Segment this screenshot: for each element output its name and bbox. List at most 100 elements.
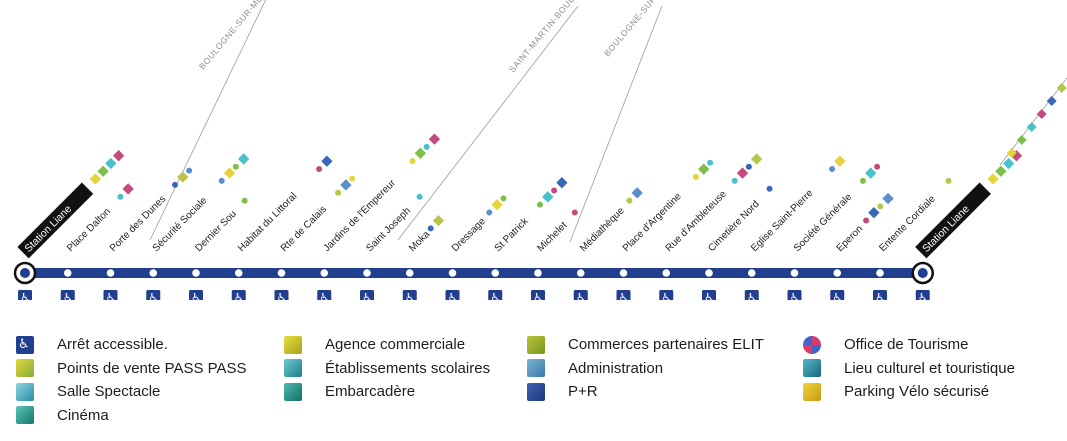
sales-point-icon <box>16 359 34 378</box>
svg-text:♿: ♿ <box>875 291 885 300</box>
station-name[interactable]: Michelet <box>535 220 569 254</box>
accessible-icon: ♿ <box>659 290 674 300</box>
service-marker <box>995 165 1007 177</box>
svg-text:♿: ♿ <box>619 291 629 300</box>
service-marker <box>1036 109 1047 119</box>
station-label[interactable]: Rte de Calais <box>279 174 359 254</box>
service-marker <box>829 165 836 172</box>
service-marker <box>865 167 877 179</box>
station-dot[interactable] <box>192 269 200 277</box>
station-dot[interactable] <box>363 269 371 277</box>
station-label[interactable]: Michelet <box>535 208 582 255</box>
station-name[interactable]: Jardins de l'Empereur <box>322 177 399 254</box>
station-dot[interactable] <box>149 269 158 277</box>
station-dot[interactable] <box>576 269 585 277</box>
svg-text:♿: ♿ <box>448 291 458 300</box>
svg-text:♿: ♿ <box>790 291 800 300</box>
station-dot[interactable] <box>705 269 713 277</box>
service-marker <box>556 177 568 189</box>
station-dot[interactable] <box>277 269 286 277</box>
accessible-icon: ♿ <box>18 290 32 300</box>
station-name[interactable]: Eperon <box>835 224 866 255</box>
legend-item-cultural-site: Lieu culturel et touristique <box>803 357 1015 381</box>
station-name[interactable]: Dernier Sou <box>193 209 239 255</box>
station-name[interactable]: Dressage <box>450 216 488 254</box>
legend: Arrêt accessible. Points de vente PASS P… <box>16 333 1056 438</box>
station-dot[interactable] <box>106 269 115 277</box>
service-marker <box>423 143 430 150</box>
legend-column-3: Commerces partenaires ELIT Administratio… <box>527 333 764 404</box>
station-label[interactable]: Société Générale <box>792 162 884 254</box>
svg-text:♿: ♿ <box>319 291 329 300</box>
service-marker <box>692 173 699 180</box>
service-marker <box>223 167 236 179</box>
svg-text:♿: ♿ <box>405 291 415 300</box>
service-marker <box>414 147 426 159</box>
service-marker <box>631 187 643 199</box>
service-marker <box>1056 83 1067 93</box>
accessible-icon: ♿ <box>744 290 759 300</box>
legend-item-cinema: Cinéma <box>16 404 247 428</box>
accessible-icon: ♿ <box>787 290 802 300</box>
service-marker <box>316 165 323 172</box>
svg-text:♿: ♿ <box>747 291 757 300</box>
service-marker <box>428 133 441 145</box>
accessible-icon: ♿ <box>573 290 588 300</box>
legend-label: Parking Vélo sécurisé <box>844 383 990 401</box>
accessible-icon: ♿ <box>488 290 503 300</box>
service-marker <box>321 155 333 167</box>
legend-label: Lieu culturel et touristique <box>844 359 1015 377</box>
service-marker <box>1016 135 1027 145</box>
cinema-icon <box>16 406 34 425</box>
station-name[interactable]: Moka <box>407 229 432 254</box>
station-dot[interactable] <box>63 269 72 277</box>
station-dot[interactable] <box>747 269 756 277</box>
station-name[interactable]: Médiathèque <box>578 205 627 254</box>
commune-divider <box>149 0 267 241</box>
service-marker <box>122 183 134 195</box>
terminus-center <box>917 268 928 278</box>
station-name[interactable]: St Patrick <box>493 215 532 254</box>
svg-text:♿: ♿ <box>277 291 287 300</box>
service-marker <box>874 163 881 170</box>
service-marker <box>112 150 125 162</box>
station-dot[interactable] <box>491 269 500 277</box>
station-dot[interactable] <box>234 269 243 277</box>
station-dot[interactable] <box>405 269 414 277</box>
legend-item-partner-shops: Commerces partenaires ELIT <box>527 333 764 357</box>
station-dot[interactable] <box>320 269 329 277</box>
station-dot[interactable] <box>619 269 628 277</box>
service-marker <box>105 157 117 170</box>
service-marker <box>882 192 894 205</box>
service-marker <box>987 173 999 185</box>
service-marker <box>432 214 445 227</box>
commercial-agency-icon <box>284 335 302 354</box>
accessible-icon: ♿ <box>60 290 75 300</box>
service-marker <box>416 193 423 200</box>
station-dot[interactable] <box>790 269 799 277</box>
station-dot[interactable] <box>448 269 457 277</box>
service-marker <box>868 207 880 219</box>
legend-item-sales-point: Points de vente PASS PASS <box>16 357 247 381</box>
station-label[interactable]: St Patrick <box>493 177 570 254</box>
service-marker <box>707 159 714 166</box>
service-marker <box>542 191 554 203</box>
bike-parking-icon <box>803 382 821 401</box>
legend-label: P+R <box>568 383 598 401</box>
svg-text:♿: ♿ <box>63 291 73 300</box>
administration-icon <box>527 359 545 378</box>
station-dot[interactable] <box>534 269 542 277</box>
station-label[interactable]: Entente Cordiale <box>877 176 955 254</box>
accessible-icon <box>16 335 34 354</box>
station-label[interactable]: Porte des Dunes <box>108 166 196 254</box>
service-marker <box>186 167 193 174</box>
service-marker <box>571 209 578 216</box>
service-marker <box>340 179 352 191</box>
station-dot[interactable] <box>876 269 884 277</box>
service-marker <box>834 155 846 167</box>
legend-item-administration: Administration <box>527 357 764 381</box>
service-marker <box>335 189 342 196</box>
legend-column-4: Office de Tourisme Lieu culturel et tour… <box>803 333 1015 404</box>
station-dot[interactable] <box>833 269 842 277</box>
station-dot[interactable] <box>662 269 671 277</box>
